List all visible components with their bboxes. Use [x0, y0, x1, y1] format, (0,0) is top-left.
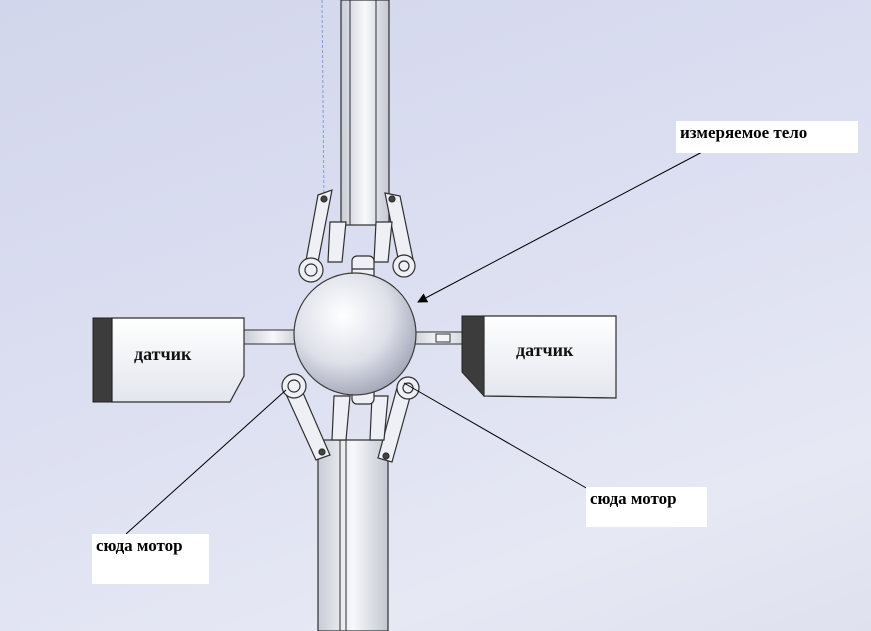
upper-shaft	[340, 0, 390, 226]
right-sensor	[461, 315, 617, 399]
right-sensor-rod	[409, 331, 473, 345]
right-sensor-label: датчик	[516, 340, 574, 360]
measured-body-pointer	[417, 149, 707, 303]
motor-right-label: сюда мотор	[586, 487, 707, 527]
selection-edge-line	[321, 0, 325, 201]
upper-linkage	[298, 189, 416, 283]
motor-right-pointer	[403, 382, 589, 490]
motor-left-pointer	[125, 389, 287, 535]
left-sensor	[92, 317, 245, 403]
motor-left-label: сюда мотор	[92, 534, 209, 584]
measured-body-label: измеряемое тело	[676, 121, 858, 153]
lower-shaft	[317, 439, 389, 631]
lower-linkage	[281, 373, 420, 463]
left-sensor-label: датчик	[134, 344, 192, 364]
measured-sphere	[293, 272, 417, 396]
